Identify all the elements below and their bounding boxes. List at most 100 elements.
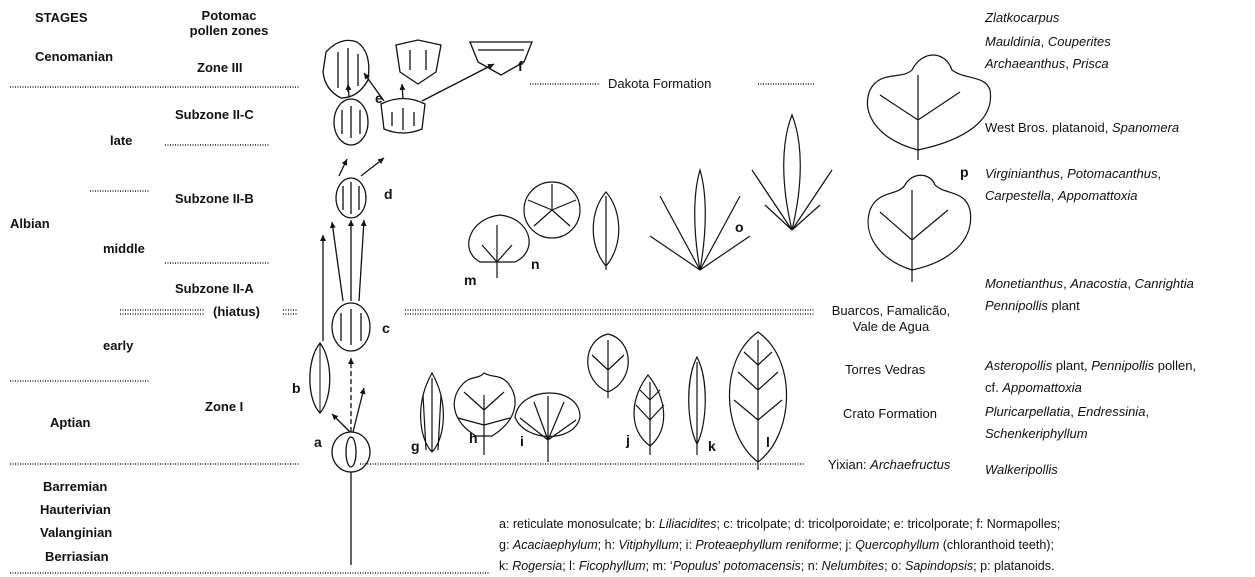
text-part: plant bbox=[1048, 298, 1080, 313]
text-part: Potomacanthus bbox=[1067, 166, 1157, 181]
formation-yixian: Yixian: Archaefructus bbox=[828, 457, 950, 473]
figure-letter-h: h bbox=[469, 430, 478, 446]
taxon-line: Mauldinia, Couperites bbox=[985, 34, 1111, 50]
text-part: Populus bbox=[673, 559, 718, 573]
taxon-line: Pennipollis plant bbox=[985, 298, 1080, 314]
text-part: Archaeanthus bbox=[985, 56, 1065, 71]
figure-letter-m: m bbox=[464, 272, 476, 288]
stage-early: early bbox=[103, 338, 133, 354]
leaf-n-nelumbites bbox=[524, 182, 580, 238]
leaf-leaf-ovate-upper bbox=[588, 334, 629, 398]
legend-line: g: Acaciaephylum; h: Vitiphyllum; i: Pro… bbox=[499, 535, 1060, 556]
text-part: ; m: ‘ bbox=[646, 559, 673, 573]
taxon-line: Monetianthus, Anacostia, Canrightia bbox=[985, 276, 1194, 292]
stage-valanginian: Valanginian bbox=[40, 525, 112, 541]
figure-letter-d: d bbox=[384, 186, 393, 202]
taxon-line: Schenkeriphyllum bbox=[985, 426, 1088, 442]
text-part: plant, bbox=[1052, 358, 1091, 373]
text-part: cf. bbox=[985, 380, 1002, 395]
text-part: , bbox=[1070, 404, 1077, 419]
figure-letter-c: c bbox=[382, 320, 390, 336]
text-part: Ficophyllum bbox=[579, 559, 646, 573]
taxon-line: Pluricarpellatia, Endressinia, bbox=[985, 404, 1149, 420]
taxon-line: Virginianthus, Potomacanthus, bbox=[985, 166, 1161, 182]
stage-barremian: Barremian bbox=[43, 479, 107, 495]
text-part: Appomattoxia bbox=[1002, 380, 1082, 395]
text-part: ; j: bbox=[839, 538, 856, 552]
text-part: ; n: bbox=[801, 559, 822, 573]
text-part: Schenkeriphyllum bbox=[985, 426, 1088, 441]
text-part: Monetianthus bbox=[985, 276, 1063, 291]
stage-middle: middle bbox=[103, 241, 145, 257]
text-part: Vitiphyllum bbox=[619, 538, 679, 552]
subzone-2b: Subzone II-B bbox=[175, 191, 254, 207]
text-part: Carpestella bbox=[985, 188, 1051, 203]
text-part: potomacensis bbox=[724, 559, 801, 573]
text-part: , bbox=[1051, 188, 1058, 203]
formation-crato: Crato Formation bbox=[843, 406, 937, 422]
legend-line: k: Rogersia; l: Ficophyllum; m: ‘Populus… bbox=[499, 556, 1060, 577]
stage-hauterivian: Hauterivian bbox=[40, 502, 111, 518]
leaf-o-sapindopsis-2 bbox=[752, 115, 832, 230]
text-part: West Bros. platanoid, bbox=[985, 120, 1112, 135]
figure-letter-l: l bbox=[766, 434, 770, 450]
text-part: ; p: platanoids. bbox=[973, 559, 1054, 573]
stage-late: late bbox=[110, 133, 132, 149]
stages-header: STAGES bbox=[35, 10, 88, 26]
taxon-line: Walkeripollis bbox=[985, 462, 1058, 478]
text-part: Appomattoxia bbox=[1058, 188, 1138, 203]
figure-letter-b: b bbox=[292, 380, 301, 396]
text-part: Liliacidites bbox=[659, 517, 717, 531]
text-part: , bbox=[1158, 166, 1162, 181]
leaf-elliptic-middle bbox=[593, 192, 619, 270]
text-part: , bbox=[1127, 276, 1134, 291]
text-part: ; i: bbox=[679, 538, 696, 552]
legend-line: a: reticulate monosulcate; b: Liliacidit… bbox=[499, 514, 1060, 535]
figure-letter-g: g bbox=[411, 438, 420, 454]
taxon-line: West Bros. platanoid, Spanomera bbox=[985, 120, 1179, 136]
taxon-line: cf. Appomattoxia bbox=[985, 380, 1082, 396]
stage-albian: Albian bbox=[10, 216, 50, 232]
pollen-zones-header: Potomac pollen zones bbox=[185, 8, 273, 38]
figure-letter-e: e bbox=[375, 90, 383, 106]
formation-dakota: Dakota Formation bbox=[608, 76, 711, 92]
leaf-h-vitiphyllum bbox=[454, 373, 515, 455]
text-part: Rogersia bbox=[512, 559, 562, 573]
text-part: a: reticulate monosulcate; b: bbox=[499, 517, 659, 531]
figure-letter-n: n bbox=[531, 256, 540, 272]
leaf-j-quercophyllum bbox=[634, 375, 664, 455]
text-part: Virginianthus bbox=[985, 166, 1060, 181]
leaf-l-ficophyllum bbox=[729, 332, 786, 470]
text-part: Acaciaephylum bbox=[513, 538, 598, 552]
figure-letter-f: f bbox=[518, 58, 523, 74]
yixian-taxon: Archaefructus bbox=[870, 457, 950, 472]
zone-3: Zone III bbox=[197, 60, 243, 76]
stage-aptian: Aptian bbox=[50, 415, 90, 431]
leaf-m-populus bbox=[469, 215, 529, 278]
text-part: ; o: bbox=[884, 559, 905, 573]
taxon-line: Asteropollis plant, Pennipollis pollen, bbox=[985, 358, 1196, 374]
taxon-line: Archaeanthus, Prisca bbox=[985, 56, 1109, 72]
text-part: Anacostia bbox=[1070, 276, 1127, 291]
yixian-prefix: Yixian: bbox=[828, 457, 870, 472]
text-part: Endressinia bbox=[1078, 404, 1146, 419]
formation-buarcos: Buarcos, Famalicão, Vale de Agua bbox=[820, 303, 962, 335]
text-part: pollen, bbox=[1154, 358, 1196, 373]
text-part: , bbox=[1145, 404, 1149, 419]
dotted-divider-lines bbox=[10, 84, 815, 573]
formation-torres-vedras: Torres Vedras bbox=[845, 362, 925, 378]
stage-berriasian: Berriasian bbox=[45, 549, 109, 565]
pollen-e-tricolporate-4 bbox=[396, 40, 441, 84]
text-part: ; h: bbox=[598, 538, 619, 552]
text-part: k: bbox=[499, 559, 512, 573]
leaf-i-proteaephyllum bbox=[515, 393, 580, 462]
figure-letter-a: a bbox=[314, 434, 322, 450]
taxon-line: Carpestella, Appomattoxia bbox=[985, 188, 1138, 204]
figure-letter-o: o bbox=[735, 219, 744, 235]
text-part: Mauldinia bbox=[985, 34, 1041, 49]
leaf-k-rogersia bbox=[689, 357, 706, 455]
figure-letter-i: i bbox=[520, 433, 524, 449]
text-part: Pennipollis bbox=[985, 298, 1048, 313]
text-part: Couperites bbox=[1048, 34, 1111, 49]
text-part: Canrightia bbox=[1135, 276, 1194, 291]
